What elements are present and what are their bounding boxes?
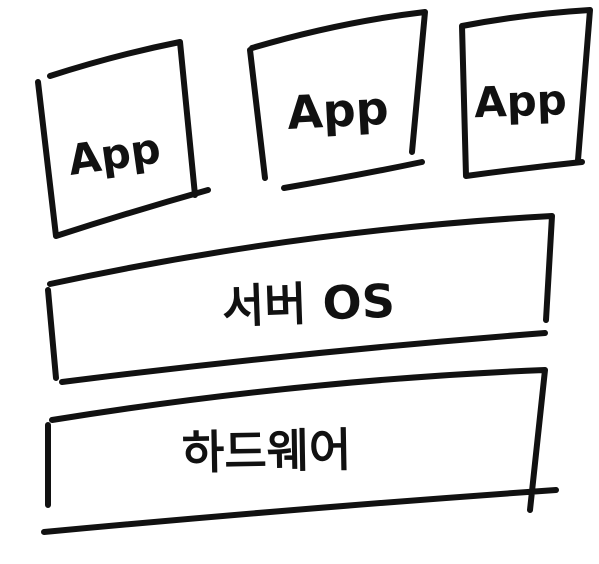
server-os-layer: 서버 OS	[45, 213, 555, 385]
hardware-layer: 하드웨어	[41, 367, 559, 535]
app-box-1: App	[35, 39, 211, 239]
app-box-2: App	[247, 9, 428, 191]
app-box-3: App	[459, 7, 593, 179]
hardware-label: 하드웨어	[182, 423, 352, 480]
app-label-3: App	[473, 75, 567, 127]
app-label-1: App	[65, 123, 164, 184]
app-label-2: App	[286, 81, 390, 140]
server-os-label: 서버 OS	[221, 274, 396, 334]
